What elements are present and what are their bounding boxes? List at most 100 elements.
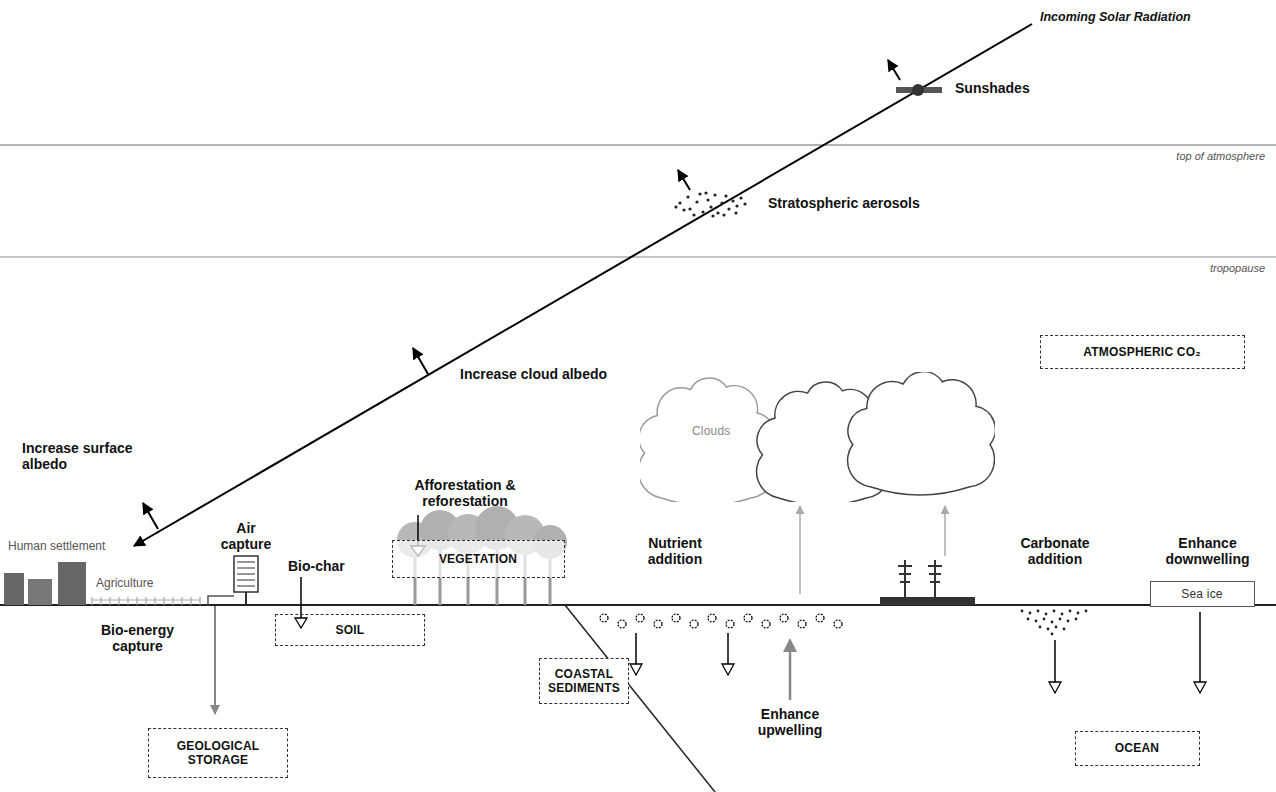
aerosol-dot [720, 201, 723, 204]
nutrient-particles [600, 614, 842, 628]
carbonate-dot [1051, 621, 1054, 624]
sink-arrow-head [722, 664, 734, 675]
downwelling-arrow-head [1194, 682, 1206, 693]
sink-arrow-head [1049, 682, 1061, 693]
reservoir-box: SOIL [275, 614, 425, 646]
aerosol-dot [724, 194, 727, 197]
carbonate-dot [1035, 620, 1038, 623]
aerosol-dot [695, 200, 698, 203]
aerosol-dot [686, 195, 689, 198]
place-label: Agriculture [96, 576, 153, 590]
method-label: Increase surface albedo [22, 440, 152, 472]
aerosol-dot [698, 192, 701, 195]
nutrient-particle [816, 614, 824, 622]
carbonate-dot [1059, 618, 1062, 621]
carbonate-dot [1051, 633, 1054, 636]
box-label: Sea ice [1181, 587, 1222, 601]
box-label: ATMOSPHERIC CO₂ [1083, 345, 1200, 359]
cloud-outline [848, 372, 995, 495]
reservoir-box: OCEAN [1075, 731, 1200, 766]
sink-arrow [635, 633, 637, 664]
cloud-shape: Clouds [640, 372, 995, 502]
method-label: Increase cloud albedo [460, 366, 607, 382]
carbonate-dot [1063, 628, 1066, 631]
source-label: Incoming Solar Radiation [1040, 10, 1191, 25]
reflection-arrow [143, 503, 158, 529]
aerosol-dot [713, 193, 716, 196]
method-label: Bio-char [288, 558, 345, 574]
box-label: OCEAN [1115, 741, 1159, 755]
method-label: Nutrient addition [630, 535, 720, 567]
upwelling-arrow-head [783, 638, 797, 652]
field-fence [92, 597, 200, 605]
carbonate-dot [1027, 618, 1030, 621]
factory-building [4, 573, 24, 605]
layer-label: tropopause [1150, 262, 1265, 275]
nutrient-particle [726, 620, 734, 628]
reservoir-box: ATMOSPHERIC CO₂ [1040, 335, 1245, 369]
capture-pipe [208, 596, 234, 605]
sink-arrow [1054, 640, 1056, 682]
method-label: Stratospheric aerosols [768, 195, 920, 211]
spray-arrow [944, 506, 946, 556]
upwelling-arrow [789, 652, 792, 700]
aerosol-dot [734, 211, 737, 214]
aerosol-dot [731, 199, 734, 202]
nutrient-particle [600, 614, 608, 622]
method-label: Sunshades [955, 80, 1030, 96]
aerosol-dot [735, 204, 738, 207]
downwelling-arrow [1199, 612, 1201, 682]
aerosol-dot [678, 201, 681, 204]
reservoir-box: GEOLOGICAL STORAGE [148, 728, 288, 778]
carbonate-dot [1067, 620, 1070, 623]
carbonate-dot [1021, 610, 1024, 613]
carbonate-dot [1075, 618, 1078, 621]
spray-towers [898, 560, 942, 597]
box-label: SOIL [336, 623, 365, 637]
carbonate-dot [1053, 610, 1056, 613]
top-of-atmosphere-line [0, 144, 1276, 146]
cloud-outline [640, 378, 776, 502]
carbonate-particles [1021, 610, 1088, 636]
carbonate-dot [1069, 610, 1072, 613]
nutrient-particle [672, 614, 680, 622]
aerosol-dot [727, 207, 730, 210]
carbonate-dot [1055, 626, 1058, 629]
carbonate-dot [1085, 610, 1088, 613]
reservoir-box: VEGETATION [392, 540, 565, 578]
aerosol-dot [711, 214, 714, 217]
carbonate-dot [1061, 613, 1064, 616]
spray-vessel [880, 597, 975, 605]
sink-arrow [300, 577, 302, 618]
nutrient-particle [690, 620, 698, 628]
method-label: Enhance upwelling [750, 706, 830, 738]
aerosol-dot [704, 191, 707, 194]
carbonate-dot [1077, 612, 1080, 615]
reflection-arrow [888, 60, 900, 80]
sink-arrow [727, 633, 729, 664]
aerosol-dot [739, 196, 742, 199]
spray-arrow [799, 506, 801, 594]
nutrient-particle [780, 614, 788, 622]
sunshade-hub [912, 84, 924, 96]
nutrient-particle [798, 620, 806, 628]
reflection-arrow [413, 348, 428, 374]
sink-arrow-head [630, 664, 642, 675]
aerosol-dot [701, 210, 704, 213]
air-capture-pole [245, 592, 247, 605]
aerosol-dot [688, 207, 691, 210]
sink-arrow-head [295, 618, 307, 628]
box-label: GEOLOGICAL STORAGE [158, 739, 278, 767]
nutrient-particle [834, 620, 842, 628]
aerosol-cloud [674, 191, 746, 217]
nutrient-particle [744, 614, 752, 622]
sea-ice-box: Sea ice [1150, 581, 1255, 607]
solar-ray [134, 24, 1032, 546]
aerosol-dot [706, 198, 709, 201]
factory-building [58, 562, 86, 605]
carbonate-dot [1029, 612, 1032, 615]
air-capture-slats [237, 562, 255, 586]
